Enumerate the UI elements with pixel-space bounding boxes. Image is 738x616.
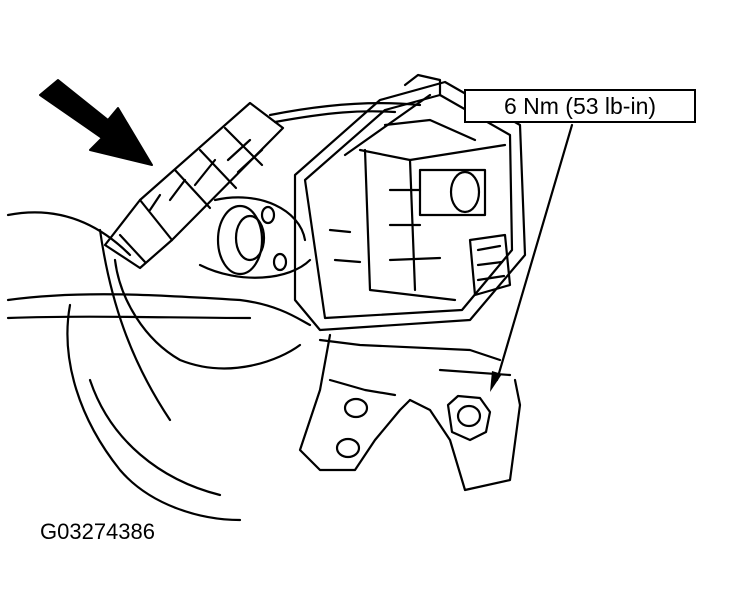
leader-arrowhead-icon <box>490 371 502 392</box>
torque-spec-label: 6 Nm (53 lb-in) <box>503 93 657 119</box>
arrow-pointer-icon <box>39 79 153 166</box>
mounting-bracket <box>298 333 522 492</box>
electrical-connector <box>103 101 285 270</box>
sensor-port <box>198 196 312 279</box>
control-module <box>293 73 527 332</box>
figure-id-label: G03274386 <box>40 519 155 544</box>
mounting-bolt <box>446 394 492 442</box>
callout-leader-line <box>495 123 574 382</box>
torque-callout-box: 6 Nm (53 lb-in) <box>464 89 696 123</box>
wiring-harness <box>6 101 422 522</box>
